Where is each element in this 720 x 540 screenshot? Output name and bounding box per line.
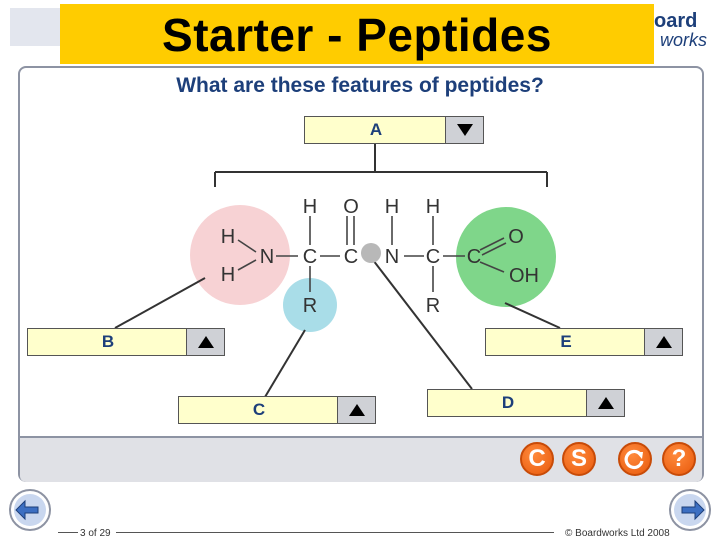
label-b-text: B [101, 332, 115, 351]
atom-h-top-2: H [385, 196, 399, 218]
check-button[interactable]: C [520, 442, 554, 476]
page-number: 3 of 29 [80, 528, 111, 539]
arrow-left-icon [9, 489, 51, 531]
copyright-text: © Boardworks Ltd 2008 [565, 528, 670, 539]
triangle-up-icon [198, 336, 214, 348]
atom-h-left-2: H [221, 264, 235, 286]
dropdown-e-button[interactable] [644, 329, 682, 355]
reset-button[interactable] [618, 442, 652, 476]
triangle-up-icon [598, 397, 614, 409]
atom-n1: N [260, 246, 274, 268]
redo-icon [624, 449, 644, 470]
slide-title: Starter - Peptides [60, 4, 654, 64]
label-box-c[interactable]: C [178, 396, 376, 424]
r-group-highlight [283, 278, 337, 332]
dropdown-c-button[interactable] [337, 397, 375, 423]
footer-line-left [58, 532, 78, 533]
atom-r2: R [426, 295, 440, 317]
dropdown-a-button[interactable] [445, 117, 483, 143]
atom-c3: C [426, 246, 440, 268]
atom-h-top-1: H [303, 196, 317, 218]
prev-slide-button[interactable] [8, 488, 52, 532]
triangle-down-icon [457, 124, 473, 136]
dropdown-d-button[interactable] [586, 390, 624, 416]
header-decoration [10, 8, 60, 46]
atom-oh-right: OH [509, 265, 539, 287]
question-text: What are these features of peptides? [176, 74, 544, 97]
peptide-bond-marker [361, 243, 381, 263]
connector-c [264, 329, 306, 398]
label-box-d[interactable]: D [427, 389, 625, 417]
arrow-right-icon [669, 489, 711, 531]
connector-e [504, 302, 561, 329]
help-button[interactable]: ? [662, 442, 696, 476]
label-box-a[interactable]: A [304, 116, 484, 144]
atom-r1: R [303, 295, 317, 317]
logo-text-line1: oard [654, 10, 698, 32]
triangle-up-icon [349, 404, 365, 416]
atom-h-left-1: H [221, 226, 235, 248]
amine-group-highlight [190, 205, 290, 305]
atom-c2: C [344, 246, 358, 268]
solution-button[interactable]: S [562, 442, 596, 476]
carboxyl-group-highlight [456, 207, 556, 307]
connector-d [372, 259, 473, 390]
label-e-text: E [560, 332, 572, 351]
label-a-text: A [369, 120, 383, 139]
connector-b [114, 277, 206, 329]
slide-title-text: Starter - Peptides [162, 9, 552, 61]
triangle-up-icon [656, 336, 672, 348]
boardworks-logo: oard works [640, 6, 718, 60]
label-c-text: C [252, 400, 266, 419]
atom-c4: C [467, 246, 481, 268]
label-box-e[interactable]: E [485, 328, 683, 356]
atom-n2: N [385, 246, 399, 268]
next-slide-button[interactable] [668, 488, 712, 532]
footer-line-middle [116, 532, 554, 533]
atom-o-right: O [508, 226, 524, 248]
dropdown-b-button[interactable] [186, 329, 224, 355]
label-box-b[interactable]: B [27, 328, 225, 356]
logo-text-line2: works [660, 30, 708, 50]
atom-o-top: O [343, 196, 359, 218]
atom-c1: C [303, 246, 317, 268]
label-d-text: D [501, 393, 515, 412]
atom-h-top-3: H [426, 196, 440, 218]
